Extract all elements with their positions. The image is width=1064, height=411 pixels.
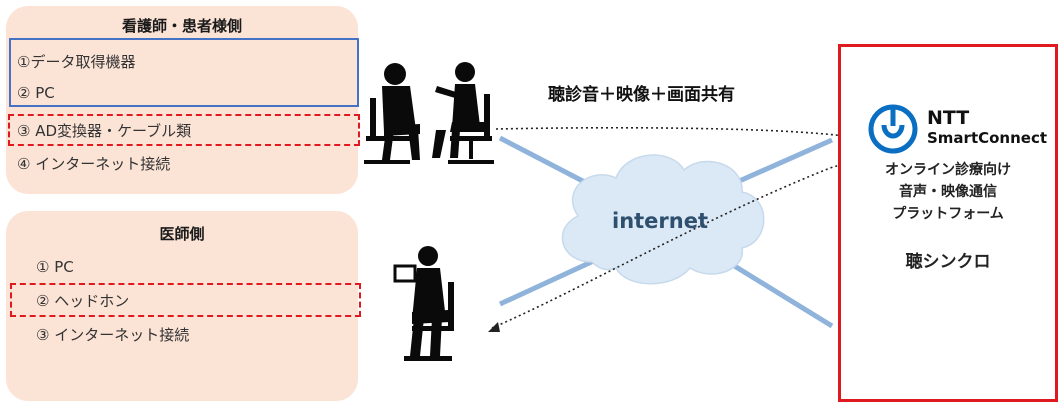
doctor-item-3: ③ インターネット接続 xyxy=(36,326,190,344)
nurse-side-panel: 看護師・患者様側 xyxy=(6,6,358,194)
link-cloud-to-service-top xyxy=(726,137,834,189)
nurse-item-1: ①データ取得機器 xyxy=(17,53,136,71)
doctor-side-title: 医師側 xyxy=(159,225,205,243)
service-desc-line2: 音声・映像通信 xyxy=(899,184,997,200)
nurse-silhouette-icon xyxy=(432,62,494,164)
nurse-side-title: 看護師・患者様側 xyxy=(121,17,242,35)
service-desc-line3: プラットフォーム xyxy=(892,206,1004,222)
cloud-label: internet xyxy=(612,209,709,233)
nurse-item-3: ③ AD変換器・ケーブル類 xyxy=(17,122,192,140)
nurse-item-2: ② PC xyxy=(17,84,55,102)
doctor-side-panel: 医師側 xyxy=(6,211,358,401)
doctor-additional-equipment-box xyxy=(10,283,361,317)
link-doctor-to-cloud xyxy=(498,255,602,307)
link-cloud-to-service-bottom xyxy=(726,259,834,329)
data-flow-arrowhead xyxy=(488,322,500,332)
ntt-logo-icon xyxy=(868,104,918,154)
nurse-item-4: ④ インターネット接続 xyxy=(17,155,171,173)
service-box: NTT SmartConnect オンライン診療向け 音声・映像通信 プラットフ… xyxy=(838,44,1058,402)
logo-brand-smartconnect: SmartConnect xyxy=(927,129,1048,147)
doctor-item-2: ② ヘッドホン xyxy=(36,292,130,310)
product-name: 聴シンクロ xyxy=(905,252,991,272)
service-desc-line1: オンライン診療向け xyxy=(885,162,1011,178)
additional-equipment-box xyxy=(8,114,360,146)
transmission-caption: 聴診音＋映像＋画面共有 xyxy=(548,85,735,105)
doctor-silhouette-icon xyxy=(393,246,454,361)
doctor-item-1: ① PC xyxy=(36,258,74,276)
patient-silhouette-icon xyxy=(364,63,420,164)
standard-equipment-box xyxy=(9,38,359,107)
logo-brand-ntt: NTT xyxy=(927,107,970,129)
data-flow-arrow xyxy=(491,126,878,329)
cloud-icon xyxy=(561,154,765,285)
